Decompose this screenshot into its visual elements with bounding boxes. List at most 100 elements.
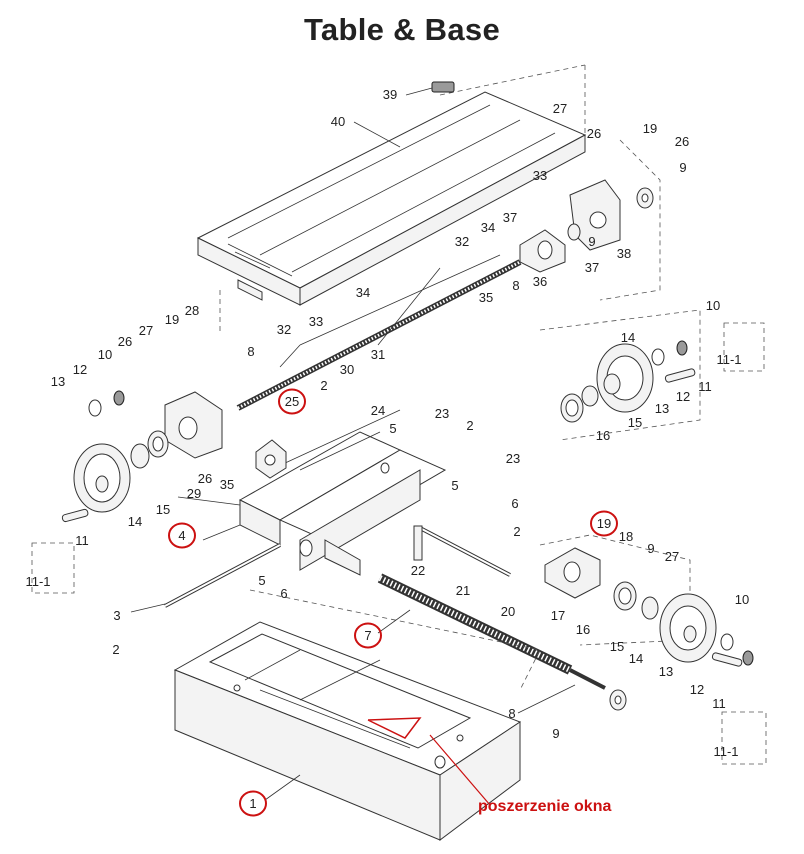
- callout-5c: 5: [258, 573, 265, 588]
- callout-33a: 33: [533, 168, 547, 183]
- table-part: [196, 91, 587, 306]
- callout-37b: 37: [585, 260, 599, 275]
- callout-11-1a: 11-1: [25, 574, 50, 589]
- callout-16a: 16: [596, 428, 610, 443]
- handwheel-13a: [73, 443, 131, 513]
- highlight-circle-7: [354, 622, 382, 649]
- callout-15c: 15: [610, 639, 624, 654]
- callout-10b: 10: [706, 298, 720, 313]
- callout-12a: 12: [73, 362, 87, 377]
- highlight-circle-1: [239, 790, 267, 817]
- callout-10c: 10: [735, 592, 749, 607]
- callout-14b: 14: [621, 330, 635, 345]
- callout-23b: 23: [506, 451, 520, 466]
- callout-26a: 26: [587, 126, 601, 141]
- callout-30: 30: [340, 362, 354, 377]
- part-12c-washer: [720, 633, 734, 651]
- callout-35b: 35: [220, 477, 234, 492]
- callout-34a: 34: [481, 220, 495, 235]
- callout-36: 36: [533, 274, 547, 289]
- leader-lines: [130, 87, 576, 801]
- part-39: [431, 81, 455, 93]
- highlight-circle-19c: [590, 510, 618, 537]
- callout-8a: 8: [512, 278, 519, 293]
- callout-25: 25: [285, 394, 299, 409]
- callout-34b: 34: [356, 285, 370, 300]
- callout-33b: 33: [309, 314, 323, 329]
- callout-8b: 8: [247, 344, 254, 359]
- callout-27a: 27: [553, 101, 567, 116]
- highlight-layer: [168, 388, 618, 817]
- callout-22: 22: [411, 563, 425, 578]
- callout-40: 40: [331, 114, 345, 129]
- callout-21: 21: [456, 583, 470, 598]
- part-15c: [641, 596, 659, 620]
- callout-9b: 9: [588, 234, 595, 249]
- handwheel-13b: [596, 343, 654, 413]
- bracket-28: [164, 391, 223, 459]
- callout-4: 4: [178, 528, 185, 543]
- callout-32a: 32: [455, 234, 469, 249]
- callout-26c: 26: [118, 334, 132, 349]
- bracket-18: [544, 547, 601, 599]
- callout-12b: 12: [676, 389, 690, 404]
- callout-11b: 11: [698, 379, 712, 394]
- callout-12c: 12: [690, 682, 704, 697]
- callout-27b: 27: [139, 323, 153, 338]
- saddle-part: [238, 409, 447, 576]
- callout-2a: 2: [320, 378, 327, 393]
- callout-2b: 2: [466, 418, 473, 433]
- callout-19a: 19: [643, 121, 657, 136]
- callout-11c: 11: [712, 696, 726, 711]
- callout-1: 1: [249, 796, 256, 811]
- callout-6b: 6: [280, 586, 287, 601]
- handwheel-13c: [659, 593, 717, 663]
- callout-13a: 13: [51, 374, 65, 389]
- handle-11c: [711, 652, 743, 667]
- callout-35a: 35: [479, 290, 493, 305]
- part-15b: [581, 385, 599, 407]
- callout-15a: 15: [156, 502, 170, 517]
- callout-31: 31: [371, 347, 385, 362]
- callout-13c: 13: [659, 664, 673, 679]
- callout-13b: 13: [655, 401, 669, 416]
- callout-2d: 2: [112, 642, 119, 657]
- highlight-pointer-line: [429, 734, 491, 806]
- part-12b-washer: [651, 348, 665, 366]
- callout-26d: 26: [198, 471, 212, 486]
- part-10a-nut: [113, 390, 125, 406]
- callout-24: 24: [371, 403, 385, 418]
- callout-9d: 9: [552, 726, 559, 741]
- handwheel-bearing-9a: [636, 187, 654, 209]
- callout-32b: 32: [277, 322, 291, 337]
- callout-3: 3: [113, 608, 120, 623]
- highlight-circle-25: [278, 388, 306, 415]
- callout-6a: 6: [511, 496, 518, 511]
- callout-8c: 8: [508, 706, 515, 721]
- callout-18: 18: [619, 529, 633, 544]
- callout-29: 29: [187, 486, 201, 501]
- part-10c-nut: [742, 650, 754, 666]
- callout-26b: 26: [675, 134, 689, 149]
- handle-11b: [664, 368, 696, 383]
- callout-14c: 14: [629, 651, 643, 666]
- rod-21: [419, 526, 511, 577]
- callout-9c: 9: [647, 541, 654, 556]
- callout-20: 20: [501, 604, 515, 619]
- gib-3: [164, 543, 281, 608]
- part-12a-washer: [88, 399, 102, 417]
- callout-5a: 5: [389, 421, 396, 436]
- callout-10a: 10: [98, 347, 112, 362]
- lead-screw-30: [236, 254, 522, 411]
- part-16a: [560, 393, 584, 423]
- part-22: [413, 525, 423, 561]
- nut-25: [255, 439, 287, 479]
- callout-37a: 37: [503, 210, 517, 225]
- callout-17: 17: [551, 608, 565, 623]
- part-16b: [613, 581, 637, 611]
- highlight-window-bracket: [367, 717, 422, 739]
- callout-11-1b: 11-1: [716, 352, 741, 367]
- callout-27c: 27: [665, 549, 679, 564]
